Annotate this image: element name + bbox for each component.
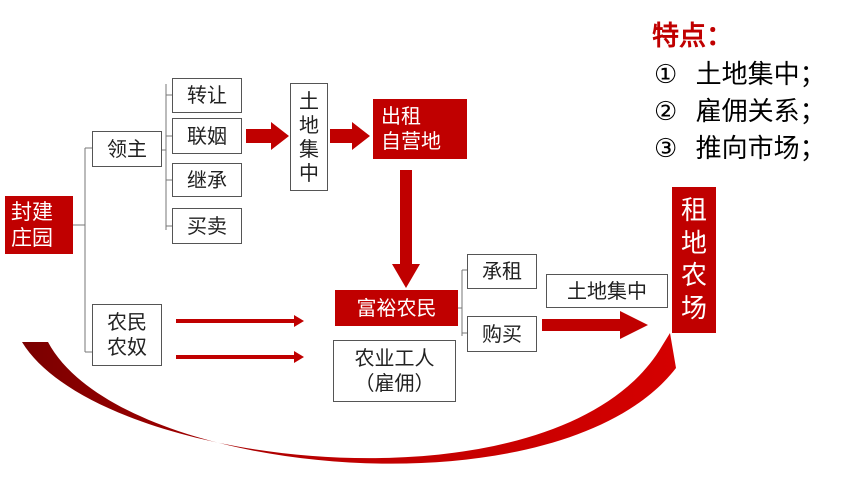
- purchase-node: 购买: [467, 316, 537, 352]
- land-char-2: 地: [299, 113, 319, 137]
- farm-char-3: 农: [680, 261, 707, 291]
- feature-num: ①: [654, 60, 678, 90]
- lord-bracket: [162, 84, 172, 230]
- inherit-node: 继承: [172, 163, 242, 197]
- peasants-line-1: 农民: [107, 310, 147, 334]
- land-concentration-vertical-node: 土 地 集 中: [290, 83, 328, 191]
- trade-node: 买卖: [172, 208, 242, 244]
- manor-line-2: 庄园: [11, 226, 53, 250]
- arrow-down-to-rich-peasant: [392, 170, 420, 288]
- rent-out-node: 出租 自营地: [373, 99, 467, 159]
- features-title: 特点：: [652, 21, 733, 52]
- manor-line-1: 封建: [11, 199, 53, 224]
- arrow-peasant-to-worker: [176, 351, 304, 363]
- feature-text: 土地集中；: [695, 60, 826, 90]
- lease-node: 承租: [467, 254, 537, 289]
- rich-peasant-bracket: [458, 269, 467, 336]
- feature-text: 推向市场；: [695, 134, 826, 164]
- farm-char-4: 场: [680, 293, 707, 324]
- feature-item-2: ② 雇佣关系；: [654, 91, 826, 128]
- feature-text: 雇佣关系；: [695, 97, 826, 127]
- arrow-to-rental-farm: [542, 311, 648, 339]
- rent-out-line-1: 出租: [381, 104, 421, 128]
- feature-item-3: ③ 推向市场；: [654, 128, 826, 165]
- manor-bracket: [73, 147, 92, 353]
- farm-char-2: 地: [680, 228, 707, 259]
- transfer-node: 转让: [172, 78, 242, 113]
- agri-worker-line-1: 农业工人: [354, 346, 435, 370]
- land-concentration-node: 土地集中: [546, 274, 668, 308]
- farm-char-1: 租: [680, 196, 707, 226]
- feature-num: ②: [654, 97, 678, 127]
- feature-num: ③: [654, 134, 678, 164]
- arrow-to-land-concentration: [246, 122, 289, 150]
- manor-node: 封建 庄园: [5, 196, 73, 254]
- agri-worker-node: 农业工人 （雇佣）: [333, 340, 456, 402]
- rent-out-line-2: 自营地: [381, 129, 441, 153]
- rich-peasant-node: 富裕农民: [335, 290, 458, 326]
- rental-farm-node: 租 地 农 场: [672, 187, 716, 333]
- arrow-to-rent-out: [330, 122, 370, 150]
- arrow-peasant-to-rich: [176, 315, 304, 327]
- agri-worker-line-2: （雇佣）: [354, 371, 435, 395]
- land-char-3: 集: [299, 137, 319, 161]
- peasants-node: 农民 农奴: [92, 304, 162, 366]
- land-char-4: 中: [299, 161, 319, 185]
- lord-node: 领主: [92, 131, 162, 167]
- land-char-1: 土: [299, 89, 319, 113]
- feature-item-1: ① 土地集中；: [654, 54, 826, 91]
- marriage-node: 联姻: [172, 118, 242, 154]
- peasants-line-2: 农奴: [107, 335, 147, 359]
